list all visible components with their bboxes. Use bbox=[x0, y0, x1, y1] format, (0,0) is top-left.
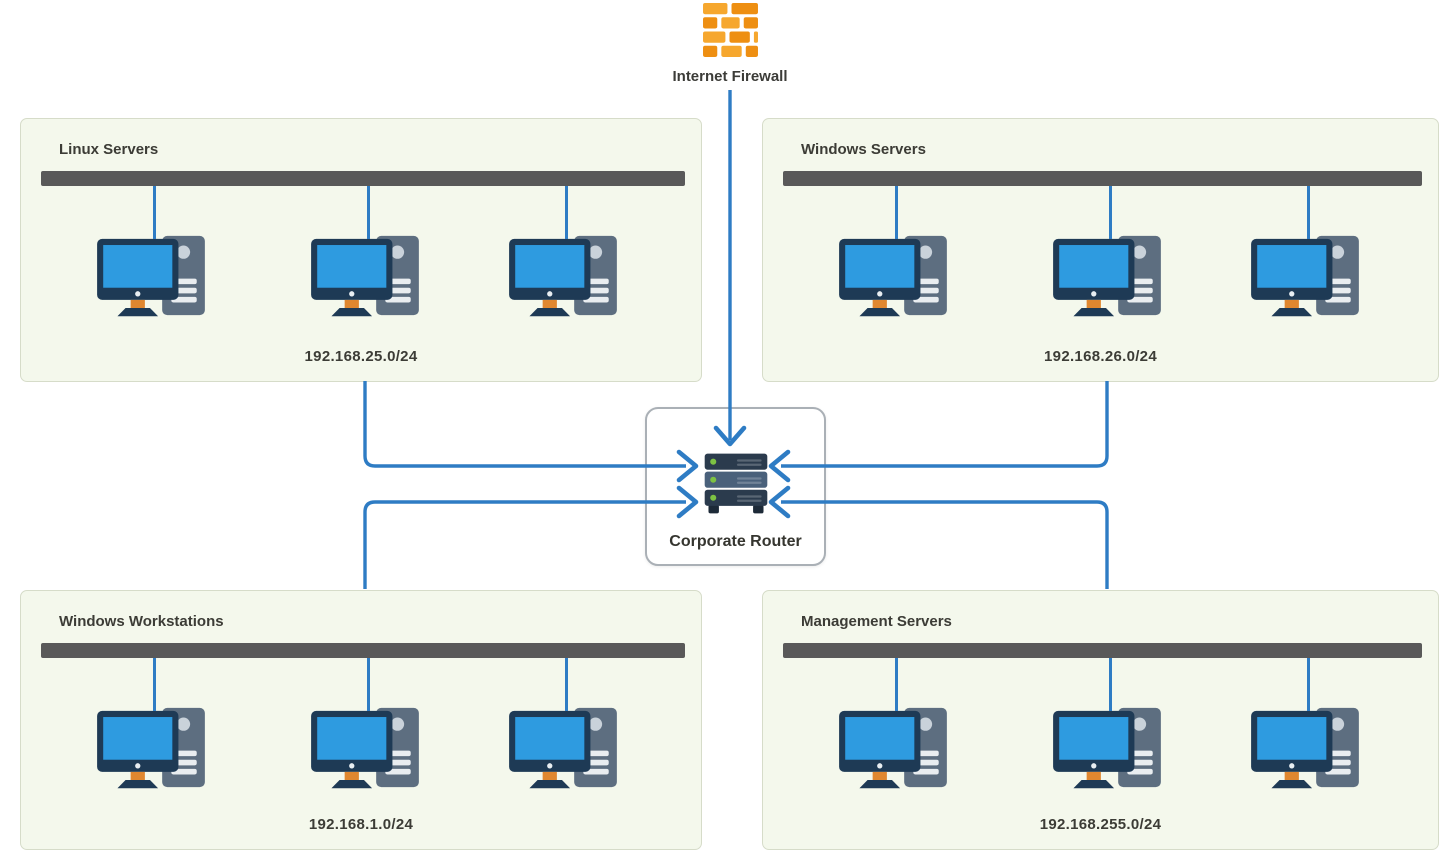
drop-cable bbox=[1307, 186, 1310, 239]
subnet-label: 192.168.25.0/24 bbox=[304, 348, 418, 365]
drop-cable bbox=[1109, 658, 1112, 711]
zone-windows-workstations: Windows Workstations 192.168.1.0/24 bbox=[20, 590, 702, 850]
workstation-icon bbox=[1047, 658, 1169, 795]
drop-cable bbox=[1109, 186, 1112, 239]
ethernet-bus bbox=[783, 643, 1422, 658]
zone-title: Management Servers bbox=[801, 613, 952, 630]
drop-cable bbox=[565, 658, 568, 711]
zone-management-servers: Management Servers 192.168.255.0/24 bbox=[762, 590, 1439, 850]
workstation-icon bbox=[1047, 186, 1169, 323]
workstation-icon bbox=[503, 186, 625, 323]
workstation-icon bbox=[305, 658, 427, 795]
drop-cable bbox=[153, 186, 156, 239]
drop-cable bbox=[565, 186, 568, 239]
workstation-icon bbox=[833, 658, 955, 795]
subnet-label: 192.168.1.0/24 bbox=[308, 816, 414, 833]
workstation-icon bbox=[503, 658, 625, 795]
zone-linux-servers: Linux Servers 192.168.25.0/24 bbox=[20, 118, 702, 382]
link-winservers-router bbox=[781, 381, 1109, 468]
zone-title: Windows Workstations bbox=[59, 613, 224, 630]
corporate-router: Corporate Router bbox=[645, 407, 826, 566]
zone-title: Windows Servers bbox=[801, 141, 926, 158]
router-icon bbox=[704, 453, 767, 514]
subnet-label: 192.168.255.0/24 bbox=[1039, 816, 1162, 833]
internet-firewall: Internet Firewall bbox=[666, 2, 794, 85]
drop-cable bbox=[895, 186, 898, 239]
drop-cable bbox=[367, 186, 370, 239]
ethernet-bus bbox=[41, 171, 685, 186]
workstation-icon bbox=[1245, 658, 1367, 795]
drop-cable bbox=[1307, 658, 1310, 711]
ethernet-bus bbox=[783, 171, 1422, 186]
drop-cable bbox=[367, 658, 370, 711]
zone-title: Linux Servers bbox=[59, 141, 159, 158]
workstation-icon bbox=[91, 186, 213, 323]
drop-cable bbox=[153, 658, 156, 711]
firewall-icon bbox=[702, 3, 758, 57]
link-workstations-router bbox=[363, 500, 686, 589]
zone-windows-servers: Windows Servers 192.168.26.0/24 bbox=[762, 118, 1439, 382]
firewall-label: Internet Firewall bbox=[672, 68, 788, 85]
workstation-icon bbox=[833, 186, 955, 323]
ethernet-bus bbox=[41, 643, 685, 658]
drop-cable bbox=[895, 658, 898, 711]
router-label: Corporate Router bbox=[669, 533, 802, 550]
workstation-icon bbox=[1245, 186, 1367, 323]
workstation-icon bbox=[305, 186, 427, 323]
link-management-router bbox=[781, 500, 1109, 589]
workstation-icon bbox=[91, 658, 213, 795]
subnet-label: 192.168.26.0/24 bbox=[1044, 348, 1157, 365]
link-linux-router bbox=[363, 381, 686, 468]
